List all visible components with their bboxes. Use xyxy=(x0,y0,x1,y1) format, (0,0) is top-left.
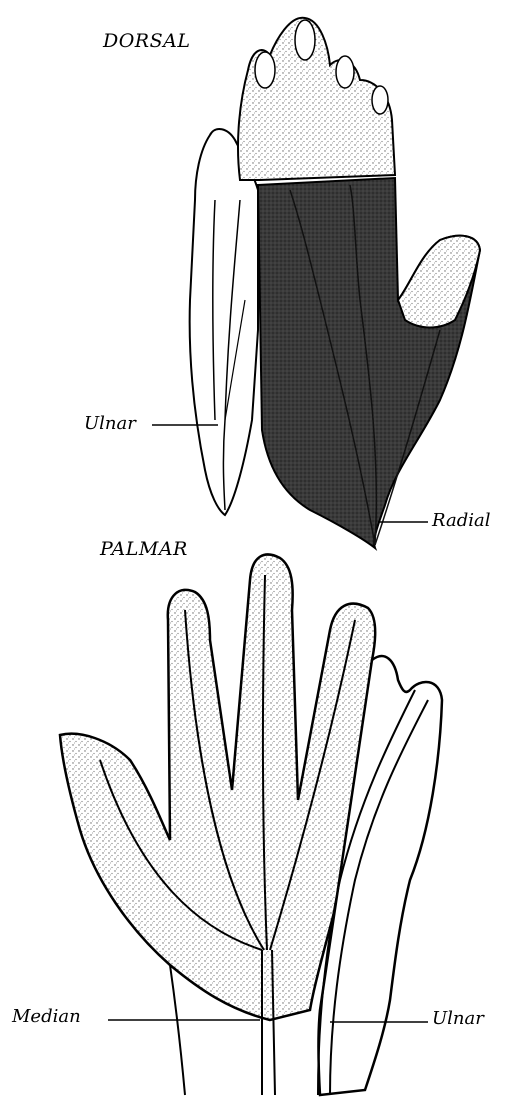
nail-icon xyxy=(295,20,315,60)
nail-icon xyxy=(372,86,388,114)
median-label: Median xyxy=(12,1006,81,1027)
dorsal-title: DORSAL xyxy=(103,30,190,52)
radial-label: Radial xyxy=(432,510,490,531)
palmar-hand xyxy=(60,554,442,1095)
wrist-outline xyxy=(170,965,185,1095)
dorsal-radial-region xyxy=(258,178,480,548)
ulnar-palmar-label: Ulnar xyxy=(432,1008,484,1029)
dorsal-hand xyxy=(152,18,480,548)
palmar-title: PALMAR xyxy=(100,538,188,560)
nail-icon xyxy=(336,56,354,88)
ulnar-dorsal-label: Ulnar xyxy=(84,413,136,434)
nail-icon xyxy=(255,52,275,88)
